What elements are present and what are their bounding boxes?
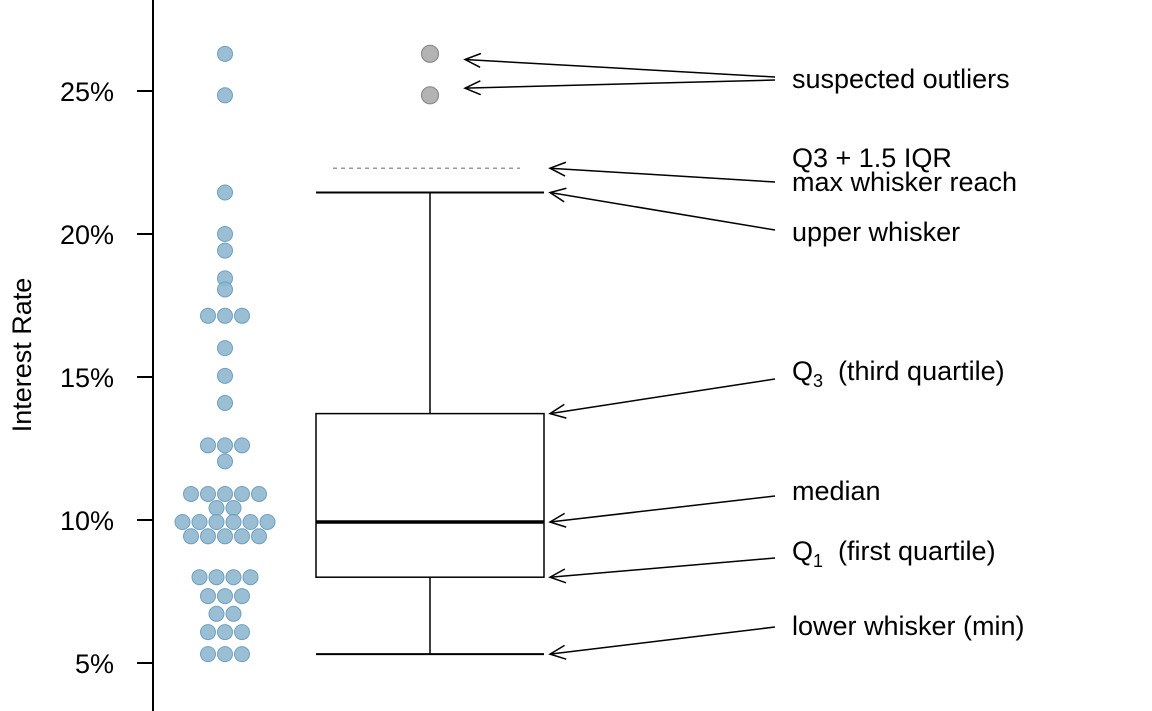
annotation-arrow-head [548, 644, 567, 660]
data-point [191, 569, 208, 586]
data-point [217, 624, 233, 641]
data-point [234, 624, 250, 641]
data-point [217, 87, 233, 104]
annotation-arrow-head [548, 568, 567, 584]
data-point [234, 528, 250, 545]
dot-plot [174, 45, 276, 663]
data-point [217, 226, 233, 242]
data-point [191, 514, 208, 531]
data-point [200, 437, 216, 454]
data-point [225, 499, 242, 516]
annotation-q1-label: Q1 (first quartile) [792, 536, 996, 571]
y-tick-label: 5% [75, 649, 114, 679]
y-tick-label: 10% [60, 506, 114, 536]
iqr-box [315, 412, 545, 578]
data-point [217, 184, 233, 201]
data-point [234, 437, 250, 454]
data-point [217, 588, 233, 605]
y-tick-label: 20% [60, 220, 114, 250]
data-point [200, 588, 216, 605]
data-point [234, 485, 250, 502]
data-point [217, 340, 233, 357]
y-tick-label: 15% [60, 363, 114, 393]
data-point [208, 499, 225, 516]
annotation-rest: (third quartile) [823, 356, 1005, 386]
annotation-arrow-head [463, 80, 481, 96]
data-point [225, 569, 242, 586]
data-point [200, 646, 216, 663]
data-point [200, 485, 216, 502]
annotation-subscript: 3 [813, 371, 823, 391]
annotation-arrow-line [549, 495, 776, 523]
data-point [174, 514, 191, 531]
annotation-upper-label: upper whisker [792, 217, 960, 247]
data-point [225, 605, 242, 622]
annotation-arrow-line [464, 79, 776, 89]
annotation-arrow-line [549, 167, 776, 183]
data-point [242, 569, 259, 586]
annotation-arrow-line [549, 557, 776, 578]
data-point [200, 528, 216, 545]
data-point [217, 395, 233, 412]
annotation-q3-label: Q3 (third quartile) [792, 356, 1005, 391]
annotation-outliers-label: suspected outliers [792, 64, 1010, 94]
data-point [225, 514, 242, 531]
annotation-arrow-head [548, 403, 567, 419]
data-point [183, 485, 199, 502]
data-point [208, 605, 225, 622]
data-point [208, 514, 225, 531]
outlier-point [420, 86, 440, 105]
annotation-subscript: 1 [813, 551, 823, 571]
annotation-arrow-line [549, 191, 776, 231]
data-point [217, 242, 233, 259]
annotation-arrow-line [549, 378, 776, 415]
data-point [217, 307, 233, 324]
annotation-rest: (first quartile) [823, 536, 996, 566]
annotation-letter: Q [792, 356, 813, 386]
data-point [217, 485, 233, 502]
data-point [242, 514, 259, 531]
data-point [217, 528, 233, 545]
y-axis-ticks: 5% 10% 15% 20% 25% [60, 77, 153, 679]
annotation-arrow-head [548, 187, 567, 203]
annotation-arrow-line [464, 58, 776, 78]
y-axis-title: Interest Rate [7, 278, 37, 433]
data-point [234, 588, 250, 605]
annotation-letter: Q [792, 536, 813, 566]
data-point [234, 307, 250, 324]
annotation-lower-label: lower whisker (min) [792, 611, 1025, 641]
data-point [217, 437, 233, 454]
outlier-point [420, 44, 440, 63]
annotation-arrow-head [548, 161, 567, 177]
data-point [200, 624, 216, 641]
data-point [200, 307, 216, 324]
data-point [251, 528, 267, 545]
data-point [259, 514, 276, 531]
data-point [217, 45, 233, 62]
box-plot [315, 44, 545, 656]
data-point [183, 528, 199, 545]
annotation-reach-label: Q3 + 1.5 IQR [792, 143, 952, 173]
data-point [217, 281, 233, 298]
y-tick-label: 25% [60, 77, 114, 107]
data-point [217, 453, 233, 470]
data-point [217, 367, 233, 384]
data-point [234, 646, 250, 663]
annotation-arrow-head [548, 512, 567, 528]
annotation-median-label: median [792, 476, 881, 506]
annotation-reach-label-2: max whisker reach [792, 167, 1017, 197]
data-point [251, 485, 267, 502]
annotation-arrow-head [463, 52, 482, 69]
annotation-arrow-line [549, 626, 776, 655]
data-point [217, 646, 233, 663]
data-point [208, 569, 225, 586]
